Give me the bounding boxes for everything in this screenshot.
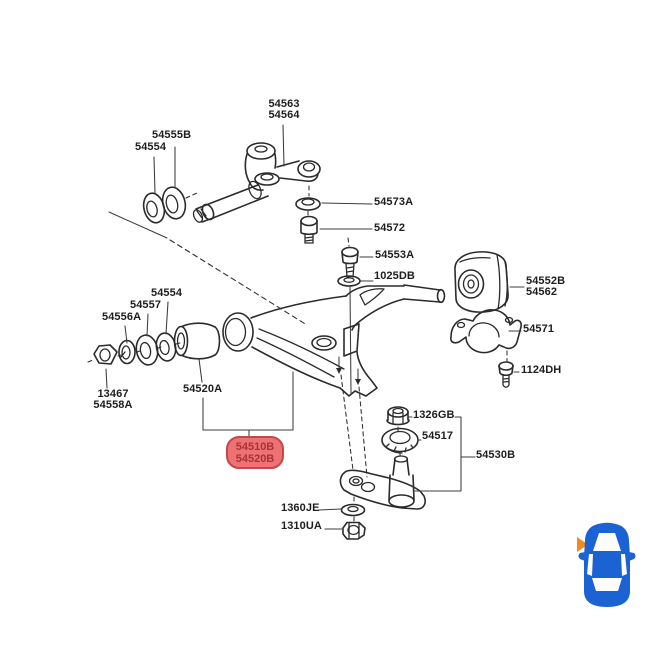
part-number-line: 54510B [235,441,275,453]
side-window-right [621,554,627,576]
part-label-54557: 54557 [130,299,162,311]
washer-54573A-bolt-54572 [295,197,321,244]
part-label-54553A: 54553A [375,249,415,261]
part-label-54572: 54572 [374,222,406,234]
part-label-1360JE: 1360JE [281,502,320,514]
ball-joint-assembly [339,406,426,540]
part-number-line: 54552B [526,275,566,287]
part-label-54517: 54517 [422,430,454,442]
part-label-54554-mid: 54554 [151,287,183,299]
part-label-1025DB: 1025DB [374,270,415,282]
part-label-13467-54558A: 13467 54558A [86,389,140,410]
car-body [578,522,636,607]
part-label-54556A: 54556A [102,311,142,323]
fitment-arrow-icon [577,537,588,552]
part-number-line: 54558A [93,398,133,411]
callout-lines [105,124,525,530]
part-label-1310UA: 1310UA [281,520,322,532]
part-label-1124DH: 1124DH [521,364,562,376]
part-number-line: 54564 [268,108,300,121]
washer-row-left [93,332,177,366]
highlighted-part-badge-54510B-54520B[interactable]: 54510B 54520B [226,436,284,469]
part-label-54520A: 54520A [183,383,223,395]
idler-arm-part [192,142,321,223]
part-label-54563-54564: 54563 54564 [258,99,310,120]
part-number-line: 54562 [526,285,558,298]
bushing-54520A [173,322,221,360]
part-label-54530B: 54530B [476,449,516,461]
rear-window [592,578,622,591]
part-label-54571: 54571 [523,323,555,335]
top-washers [142,186,187,224]
part-number-line: 13467 [97,388,129,400]
part-label-54555B: 54555B [152,129,192,141]
car-top-view-icon [577,522,636,607]
bolt-54553A-washer-1025DB [337,246,361,287]
lower-control-arm [222,284,446,397]
part-label-54552B-54562: 54552B 54562 [526,276,565,297]
side-window-left [587,554,593,576]
part-number-line: 54563 [268,98,300,110]
stabilizer-bracket [450,309,522,354]
stabilizer-bushing [454,251,509,313]
part-label-1326GB: 1326GB [413,409,455,421]
bolt-1124DH [498,361,514,388]
windshield [593,533,621,551]
part-label-54573A: 54573A [374,196,414,208]
part-number-line: 54520B [235,453,275,465]
part-label-54554-top: 54554 [135,141,167,153]
